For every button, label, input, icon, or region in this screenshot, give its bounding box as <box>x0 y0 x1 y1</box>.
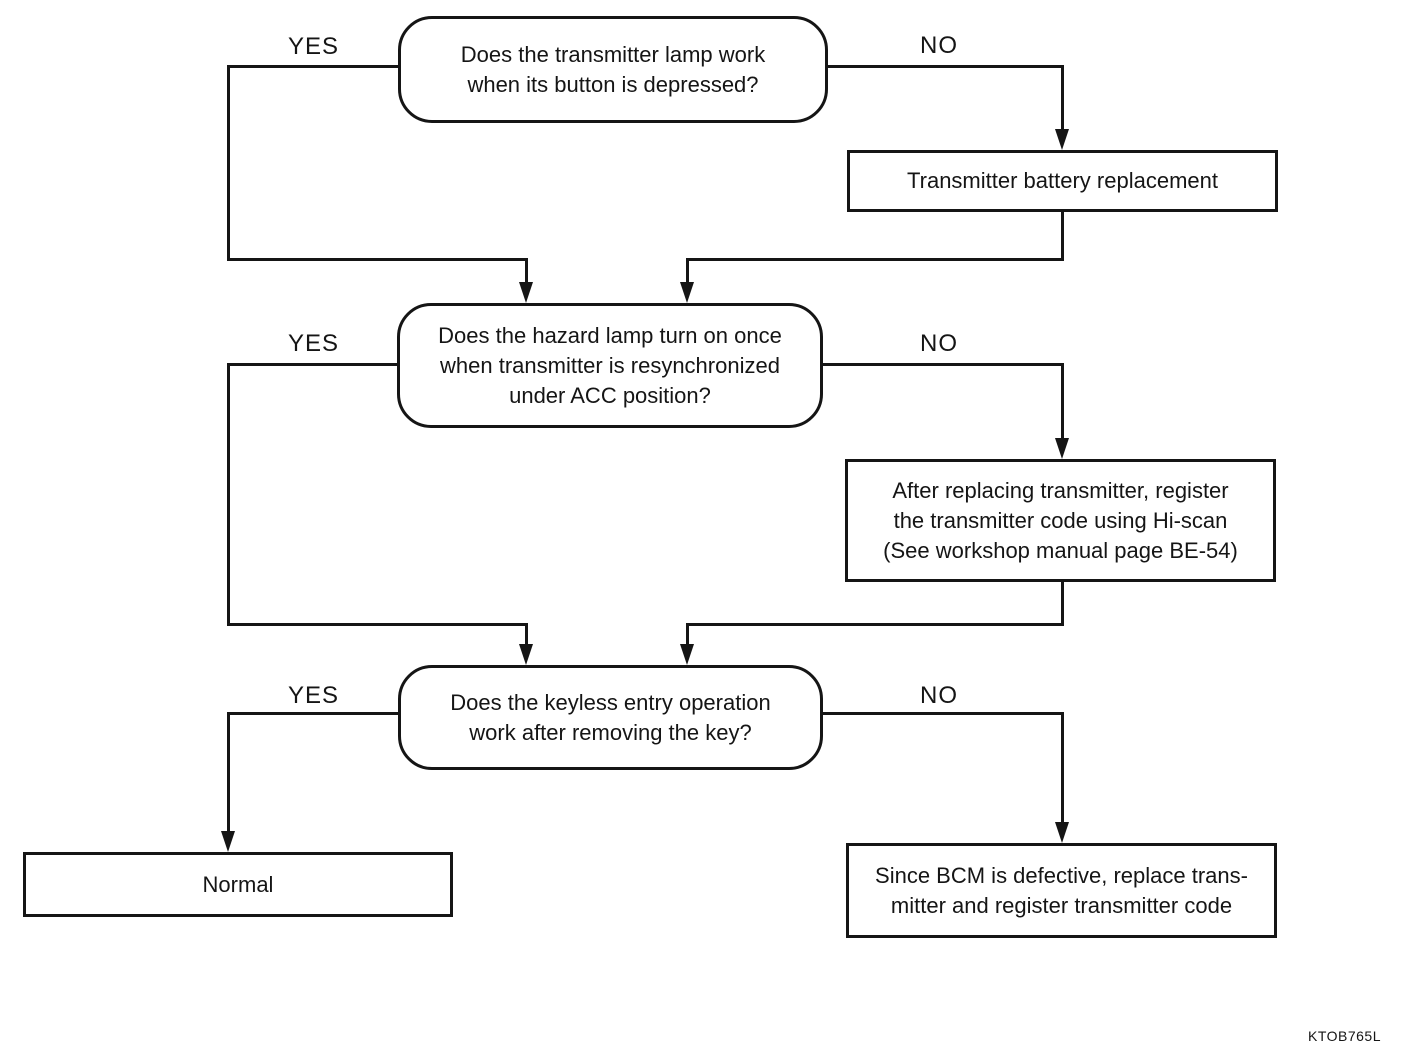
action-replace-bcm-label: Since BCM is defective, replace trans- m… <box>875 862 1248 918</box>
connector-yes2-horizontal <box>227 363 397 366</box>
action-battery-replacement-label: Transmitter battery replacement <box>907 168 1218 193</box>
connector-no3-vertical <box>1061 712 1064 825</box>
decision-hazard-lamp: Does the hazard lamp turn on once when t… <box>397 303 823 428</box>
arrowhead-into-decision3-right <box>680 644 694 665</box>
decision-transmitter-lamp: Does the transmitter lamp work when its … <box>398 16 828 123</box>
connector-junction1-right-vertical <box>686 258 689 287</box>
branch-yes-2: YES <box>288 330 340 357</box>
arrowhead-into-bcm-box <box>1055 822 1069 843</box>
decision-transmitter-lamp-label: Does the transmitter lamp work when its … <box>460 41 766 97</box>
branch-no-1: NO <box>920 32 958 59</box>
figure-code: KTOB765L <box>1308 1028 1382 1044</box>
connector-yes1-vertical <box>227 65 230 261</box>
connector-no2-vertical <box>1061 363 1064 440</box>
connector-junction2-left-vertical <box>525 623 528 649</box>
action-register-transmitter-code-label: After replacing transmitter, register th… <box>883 477 1238 563</box>
connector-junction2-right-horizontal <box>686 623 1064 626</box>
connector-yes2-vertical <box>227 363 230 626</box>
connector-no1-vertical <box>1061 65 1064 132</box>
branch-no-2: NO <box>920 330 958 357</box>
connector-no3-horizontal <box>823 712 1064 715</box>
connector-no2-horizontal <box>823 363 1064 366</box>
action-replace-bcm: Since BCM is defective, replace trans- m… <box>846 843 1277 938</box>
decision-keyless-entry-label: Does the keyless entry operation work af… <box>450 689 771 745</box>
connector-battery-exit-vertical <box>1061 212 1064 261</box>
arrowhead-into-normal-box <box>221 831 235 852</box>
branch-yes-3: YES <box>288 682 340 709</box>
arrowhead-into-decision2-right <box>680 282 694 303</box>
action-normal-label: Normal <box>202 871 274 897</box>
connector-junction1-left-horizontal <box>227 258 528 261</box>
connector-junction1-left-vertical <box>525 258 528 287</box>
connector-yes3-horizontal <box>227 712 398 715</box>
connector-yes3-vertical <box>227 712 230 834</box>
branch-yes-1: YES <box>288 33 340 60</box>
action-battery-replacement: Transmitter battery replacement <box>847 150 1278 212</box>
arrowhead-into-decision2-left <box>519 282 533 303</box>
connector-no1-horizontal <box>828 65 1064 68</box>
action-normal: Normal <box>23 852 453 917</box>
decision-keyless-entry: Does the keyless entry operation work af… <box>398 665 823 770</box>
connector-junction2-left-horizontal <box>227 623 528 626</box>
branch-no-3: NO <box>920 682 958 709</box>
arrowhead-into-register-box <box>1055 438 1069 459</box>
arrowhead-into-battery-box <box>1055 129 1069 150</box>
action-register-transmitter-code: After replacing transmitter, register th… <box>845 459 1276 582</box>
connector-register-exit-vertical <box>1061 582 1064 626</box>
decision-hazard-lamp-label: Does the hazard lamp turn on once when t… <box>438 322 782 408</box>
connector-junction2-right-vertical <box>686 623 689 649</box>
arrowhead-into-decision3-left <box>519 644 533 665</box>
connector-yes1-horizontal <box>227 65 398 68</box>
connector-junction1-right-horizontal <box>686 258 1064 261</box>
